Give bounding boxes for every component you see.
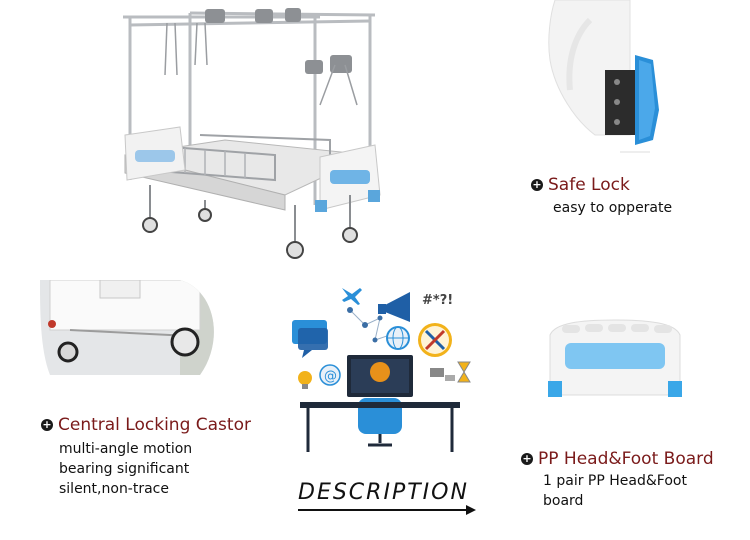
feature-castor: +Central Locking Castor multi-angle moti… <box>41 415 251 499</box>
feature-desc: 1 pair PP Head&Foot board <box>543 473 687 509</box>
description-label: DESCRIPTION <box>298 480 469 505</box>
globe-icon <box>386 326 410 350</box>
traction-bed-image <box>123 8 381 259</box>
feature-title: +PP Head&Foot Board <box>521 449 714 469</box>
feature-board: +PP Head&Foot Board 1 pair PP Head&Foot … <box>521 449 714 511</box>
person-at-computer-icon <box>347 355 413 447</box>
chat-bubble-icon <box>292 320 328 358</box>
feature-title: +Safe Lock <box>531 175 630 195</box>
symbols-text: #*?! <box>422 293 454 308</box>
feature-safe-lock: +Safe Lock easy to opperate <box>531 175 672 218</box>
hourglass-icon <box>457 361 471 383</box>
airplane-icon <box>342 288 362 305</box>
svg-text:@: @ <box>324 369 337 384</box>
lightbulb-icon <box>298 371 312 389</box>
description-underline-arrow <box>298 505 476 515</box>
plus-bullet-icon: + <box>531 178 543 191</box>
tools-icon <box>418 323 452 357</box>
megaphone-icon <box>378 292 410 322</box>
at-sign-icon: @ <box>319 364 341 386</box>
castor-image <box>40 280 214 375</box>
plus-bullet-icon: + <box>41 418 53 431</box>
safe-lock-image <box>548 0 659 153</box>
plus-bullet-icon: + <box>521 452 533 465</box>
feature-title: +Central Locking Castor <box>41 415 251 435</box>
head-foot-board-image <box>548 319 682 397</box>
description-illustration: @ <box>292 288 471 452</box>
feature-desc: easy to opperate <box>553 200 673 216</box>
feature-desc: multi-angle motion bearing significant s… <box>59 441 193 497</box>
